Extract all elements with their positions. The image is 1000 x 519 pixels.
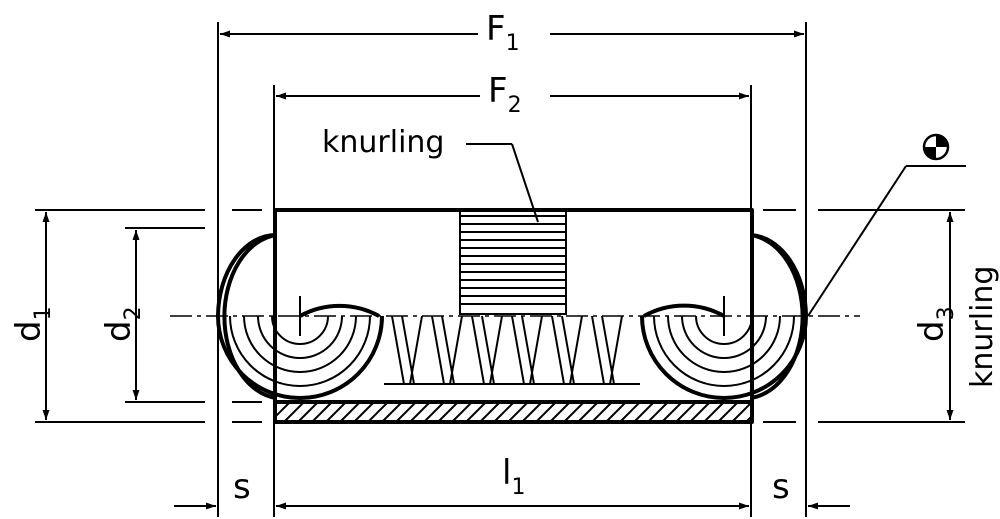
svg-text:d2: d2 xyxy=(99,306,146,342)
dimension-d2: d2 xyxy=(99,230,146,400)
svg-text:l1: l1 xyxy=(502,453,525,500)
d2-subscript: 2 xyxy=(121,306,146,320)
d2-label: d xyxy=(99,320,139,342)
dimension-F1: F1 xyxy=(220,9,804,56)
F1-label: F xyxy=(486,9,506,49)
dimension-bottom: s s l1 xyxy=(174,453,850,510)
svg-text:d3: d3 xyxy=(912,306,959,342)
s-left-label: s xyxy=(233,467,251,507)
l1-subscript: 1 xyxy=(511,475,525,500)
symbol-callout xyxy=(807,133,966,317)
knurling-side-label: knurling xyxy=(965,266,1000,388)
dimension-d3: d3 knurling xyxy=(912,212,1000,420)
F2-subscript: 2 xyxy=(508,93,522,118)
s-right-label: s xyxy=(772,467,790,507)
spring xyxy=(384,315,640,385)
right-ball xyxy=(643,233,805,400)
knurled-area xyxy=(459,209,567,315)
d1-label: d xyxy=(9,320,49,342)
knurling-top-label: knurling xyxy=(322,125,444,160)
left-ball xyxy=(222,233,380,400)
center-of-gravity-icon xyxy=(922,133,950,161)
extension-lines-left xyxy=(35,209,262,423)
l1-label: l xyxy=(502,453,511,493)
svg-text:d1: d1 xyxy=(9,306,56,342)
d3-subscript: 3 xyxy=(934,306,959,320)
svg-text:F1: F1 xyxy=(486,9,520,56)
svg-text:F2: F2 xyxy=(488,71,522,118)
extension-lines-right xyxy=(763,209,965,423)
ball-lower-outlines xyxy=(216,233,808,400)
bottom-plate-hatching xyxy=(275,402,752,422)
dimension-d1: d1 xyxy=(9,212,56,420)
knurling-callout-top: knurling xyxy=(322,125,539,223)
dimension-F2: F2 xyxy=(276,71,749,118)
d1-subscript: 1 xyxy=(31,306,56,320)
F1-subscript: 1 xyxy=(506,31,520,56)
F2-label: F xyxy=(488,71,508,111)
d3-label: d xyxy=(912,320,952,342)
